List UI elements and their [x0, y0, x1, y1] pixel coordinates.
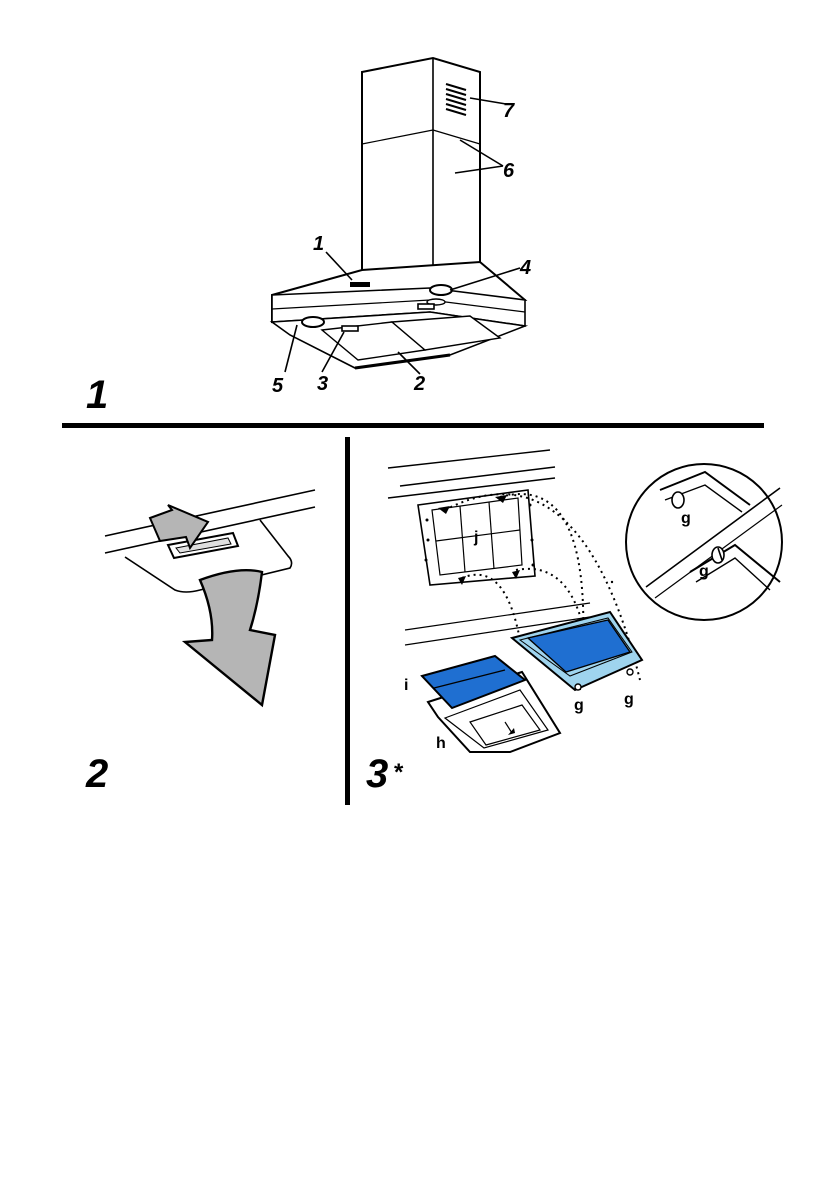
letter-i: i	[404, 677, 408, 694]
detail-magnifier	[626, 464, 782, 620]
letter-g-detail-bottom: g	[699, 563, 709, 580]
filter-handle	[342, 326, 358, 331]
figure-3-drawing: g g j i h g g	[388, 450, 782, 752]
light-left	[302, 317, 324, 327]
label-5: 5	[272, 375, 284, 397]
control-panel	[350, 282, 370, 287]
figure-2-drawing	[105, 490, 315, 705]
figure-2-number: 2	[85, 752, 108, 796]
letter-g-left: g	[574, 697, 584, 714]
letter-h: h	[436, 735, 446, 752]
label-2: 2	[413, 373, 425, 395]
panel-divider	[345, 437, 350, 805]
letter-j: j	[473, 529, 478, 546]
figure-3-number: 3	[366, 752, 388, 796]
figure-3-asterisk: *	[394, 759, 404, 786]
letter-g-detail-top: g	[681, 510, 691, 527]
figure-1-hood-drawing: 1 7 6 4 5 3 2	[272, 58, 531, 397]
label-7: 7	[503, 100, 515, 122]
section-divider	[62, 423, 764, 428]
label-3: 3	[317, 373, 328, 395]
letter-g-right: g	[624, 691, 634, 708]
label-6: 6	[503, 160, 515, 182]
light-right	[430, 285, 452, 295]
figure-1-number: 1	[86, 373, 108, 417]
label-4: 4	[519, 257, 531, 279]
label-1: 1	[313, 233, 324, 255]
